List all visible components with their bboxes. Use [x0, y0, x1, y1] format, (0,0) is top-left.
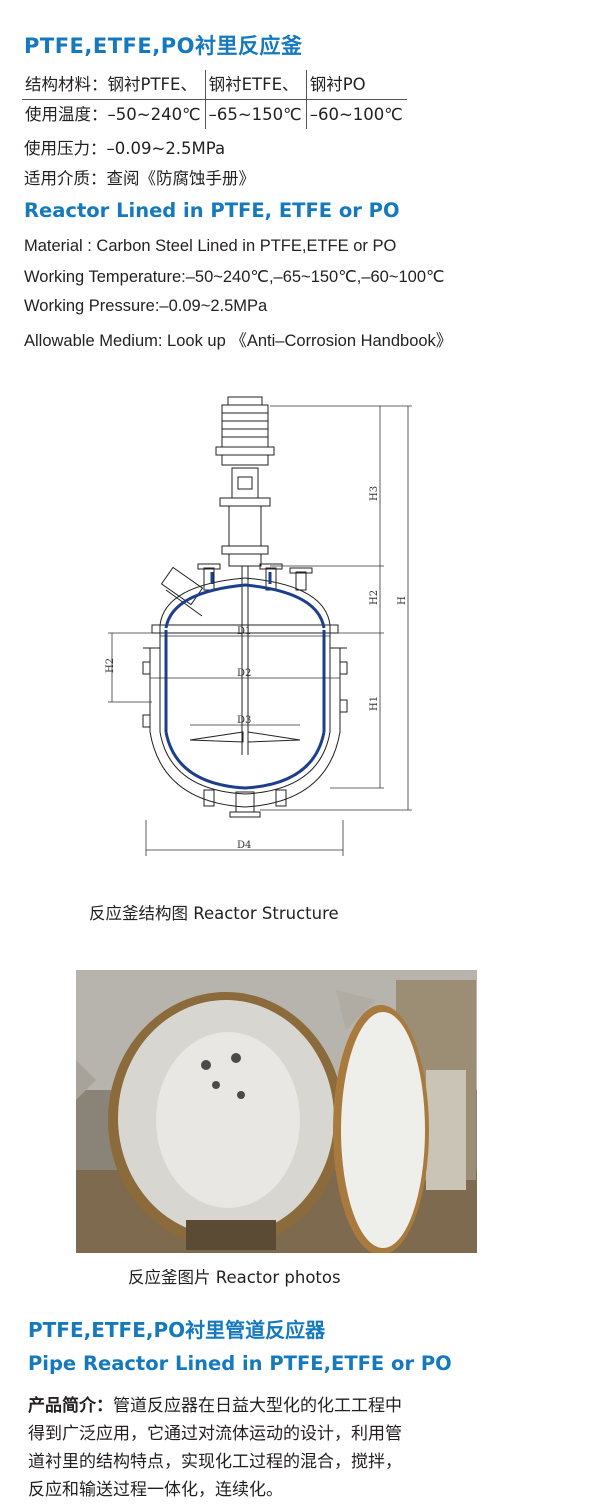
dim-label-h2: H2 [369, 590, 380, 605]
dim-label-h2b: H2 [105, 658, 116, 673]
pressure-en: Working Pressure:–0.09~2.5MPa [24, 297, 268, 315]
spec-cell: –65~150℃ [204, 99, 307, 129]
section2-title-en: Pipe Reactor Lined in PTFE,ETFE or PO [28, 1352, 452, 1375]
body-flange [151, 624, 339, 634]
dim-label-d4: D4 [237, 840, 251, 851]
section-title-cn: PTFE,ETFE,PO衬里反应釜 [24, 34, 303, 58]
intro-line: 得到广泛应用，它通过对流体运动的设计，利用管 [28, 1424, 402, 1444]
motor-flange [215, 446, 275, 456]
spec-cell: –60~100℃ [305, 99, 407, 129]
intro-label: 产品简介： [28, 1396, 113, 1416]
section2-title-cn: PTFE,ETFE,PO衬里管道反应器 [28, 1318, 326, 1342]
agitator-blade-left [189, 731, 244, 743]
intro-line: 管道反应器在日益大型化的化工工程中 [113, 1396, 402, 1416]
dim-label-h3: H3 [369, 486, 380, 501]
seal [228, 505, 262, 547]
dim-label-d3: D3 [237, 715, 251, 726]
dim-label-h: H [397, 596, 408, 605]
pressure-cn: 使用压力：–0.09~2.5MPa [24, 139, 226, 158]
material-en: Material : Carbon Steel Lined in PTFE,ET… [24, 237, 397, 255]
reactor-photo [76, 970, 477, 1253]
photo-caption: 反应釜图片 Reactor photos [128, 1268, 341, 1287]
motor-body [221, 404, 269, 448]
ptfe-lining [164, 572, 326, 790]
spec-cell: 使用温度：–50~240℃ [25, 105, 201, 124]
medium-cn: 适用介质：查阅《防腐蚀手册》 [24, 169, 255, 188]
spec-row-material: 结构材料：钢衬PTFE、 钢衬ETFE、 钢衬PO [22, 70, 407, 100]
agitator-blade-right [247, 731, 301, 743]
temperature-en: Working Temperature:–50~240℃,–65~150℃,–6… [24, 268, 445, 286]
manhole [160, 566, 204, 606]
jacket [149, 648, 341, 808]
medium-en: Allowable Medium: Look up 《Anti–Corrosio… [24, 332, 453, 350]
bottom-outlet [235, 791, 255, 813]
dim-label-d1: D1 [237, 626, 251, 637]
spec-row-temperature: 使用温度：–50~240℃ –65~150℃ –60~100℃ [22, 99, 407, 129]
vessel-bottom-head [159, 731, 331, 795]
section-title-en: Reactor Lined in PTFE, ETFE or PO [24, 199, 400, 222]
dimension-lines [108, 405, 412, 856]
reactor-structure-diagram: H3 H2 H H1 H2 D1 D2 D3 D4 [105, 396, 412, 856]
dim-label-h1: H1 [369, 696, 380, 711]
spec-table: 结构材料：钢衬PTFE、 钢衬ETFE、 钢衬PO 使用温度：–50~240℃ … [22, 70, 407, 129]
spec-cell: 结构材料：钢衬PTFE、 [22, 70, 206, 100]
diagram-caption: 反应釜结构图 Reactor Structure [89, 904, 339, 923]
vessel-top-head [159, 577, 331, 626]
intro-line: 反应和输送过程一体化，连续化。 [28, 1480, 283, 1500]
dim-label-d2: D2 [237, 668, 251, 679]
spec-cell: 钢衬PO [305, 70, 407, 100]
spec-cell: 钢衬ETFE、 [204, 70, 307, 100]
coupling [231, 467, 259, 499]
product-intro: 产品简介：管道反应器在日益大型化的化工工程中 得到广泛应用，它通过对流体运动的设… [28, 1392, 488, 1504]
intro-line: 道衬里的结构特点，实现化工过程的混合，搅拌， [28, 1452, 402, 1472]
